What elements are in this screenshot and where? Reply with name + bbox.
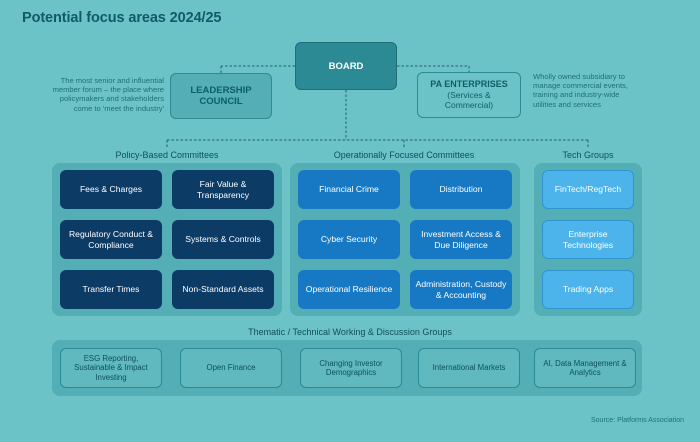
pae-label: PA ENTERPRISES	[430, 79, 508, 90]
pa-enterprises-box: PA ENTERPRISES (Services & Commercial)	[417, 72, 521, 118]
leadership-note-line: come to 'meet the industry'	[73, 103, 164, 113]
committee-box: Systems & Controls	[172, 220, 274, 259]
committee-box: Operational Resilience	[298, 270, 400, 309]
pae-note-line: Wholly owned subsidiary to	[533, 72, 626, 81]
tech-group-box: Enterprise Technologies	[542, 220, 634, 259]
committee-box: Fair Value & Transparency	[172, 170, 274, 209]
pae-note: Wholly owned subsidiary to manage commer…	[533, 72, 663, 109]
committee-box: Transfer Times	[60, 270, 162, 309]
board-box: BOARD	[295, 42, 397, 90]
committee-box: Administration, Custody & Accounting	[410, 270, 512, 309]
pae-note-line: utilities and services	[533, 99, 601, 109]
leadership-label: LEADERSHIP	[190, 85, 252, 96]
committee-box: Non-Standard Assets	[172, 270, 274, 309]
leadership-note-line: policymakers and stakeholders	[59, 94, 164, 104]
thematic-group-label: Thematic / Technical Working & Discussio…	[248, 327, 452, 337]
thematic-group-box: AI, Data Management & Analytics	[534, 348, 636, 388]
committee-box: Regulatory Conduct & Compliance	[60, 220, 162, 259]
thematic-group-box: Changing Investor Demographics	[300, 348, 402, 388]
source-note: Source: Platforms Association	[591, 417, 684, 424]
thematic-group-box: Open Finance	[180, 348, 282, 388]
committee-box: Distribution	[410, 170, 512, 209]
tech-group-box: Trading Apps	[542, 270, 634, 309]
leadership-label: COUNCIL	[199, 96, 243, 107]
pae-sub-label: (Services &	[447, 89, 491, 100]
committee-box: Financial Crime	[298, 170, 400, 209]
committee-box: Fees & Charges	[60, 170, 162, 209]
leadership-note: The most senior and influential member f…	[40, 76, 164, 113]
thematic-group-box: International Markets	[418, 348, 520, 388]
leadership-note-line: The most senior and influential	[60, 76, 164, 85]
tech-group-label: Tech Groups	[562, 150, 614, 160]
thematic-group-box: ESG Reporting, Sustainable & Impact Inve…	[60, 348, 162, 388]
committee-box: Investment Access & Due Diligence	[410, 220, 512, 259]
committee-box: Cyber Security	[298, 220, 400, 259]
pae-note-line: manage commercial events,	[533, 81, 628, 91]
board-label: BOARD	[328, 60, 364, 72]
tech-group-box: FinTech/RegTech	[542, 170, 634, 209]
page-title: Potential focus areas 2024/25	[22, 10, 222, 26]
leadership-note-line: member forum – the place where	[52, 85, 164, 95]
policy-group-label: Policy-Based Committees	[115, 150, 219, 160]
pae-note-line: training and industry-wide	[533, 90, 620, 100]
leadership-council-box: LEADERSHIP COUNCIL	[170, 73, 272, 119]
operational-group-label: Operationally Focused Committees	[333, 150, 475, 160]
pae-sub-label: Commercial)	[444, 100, 494, 111]
